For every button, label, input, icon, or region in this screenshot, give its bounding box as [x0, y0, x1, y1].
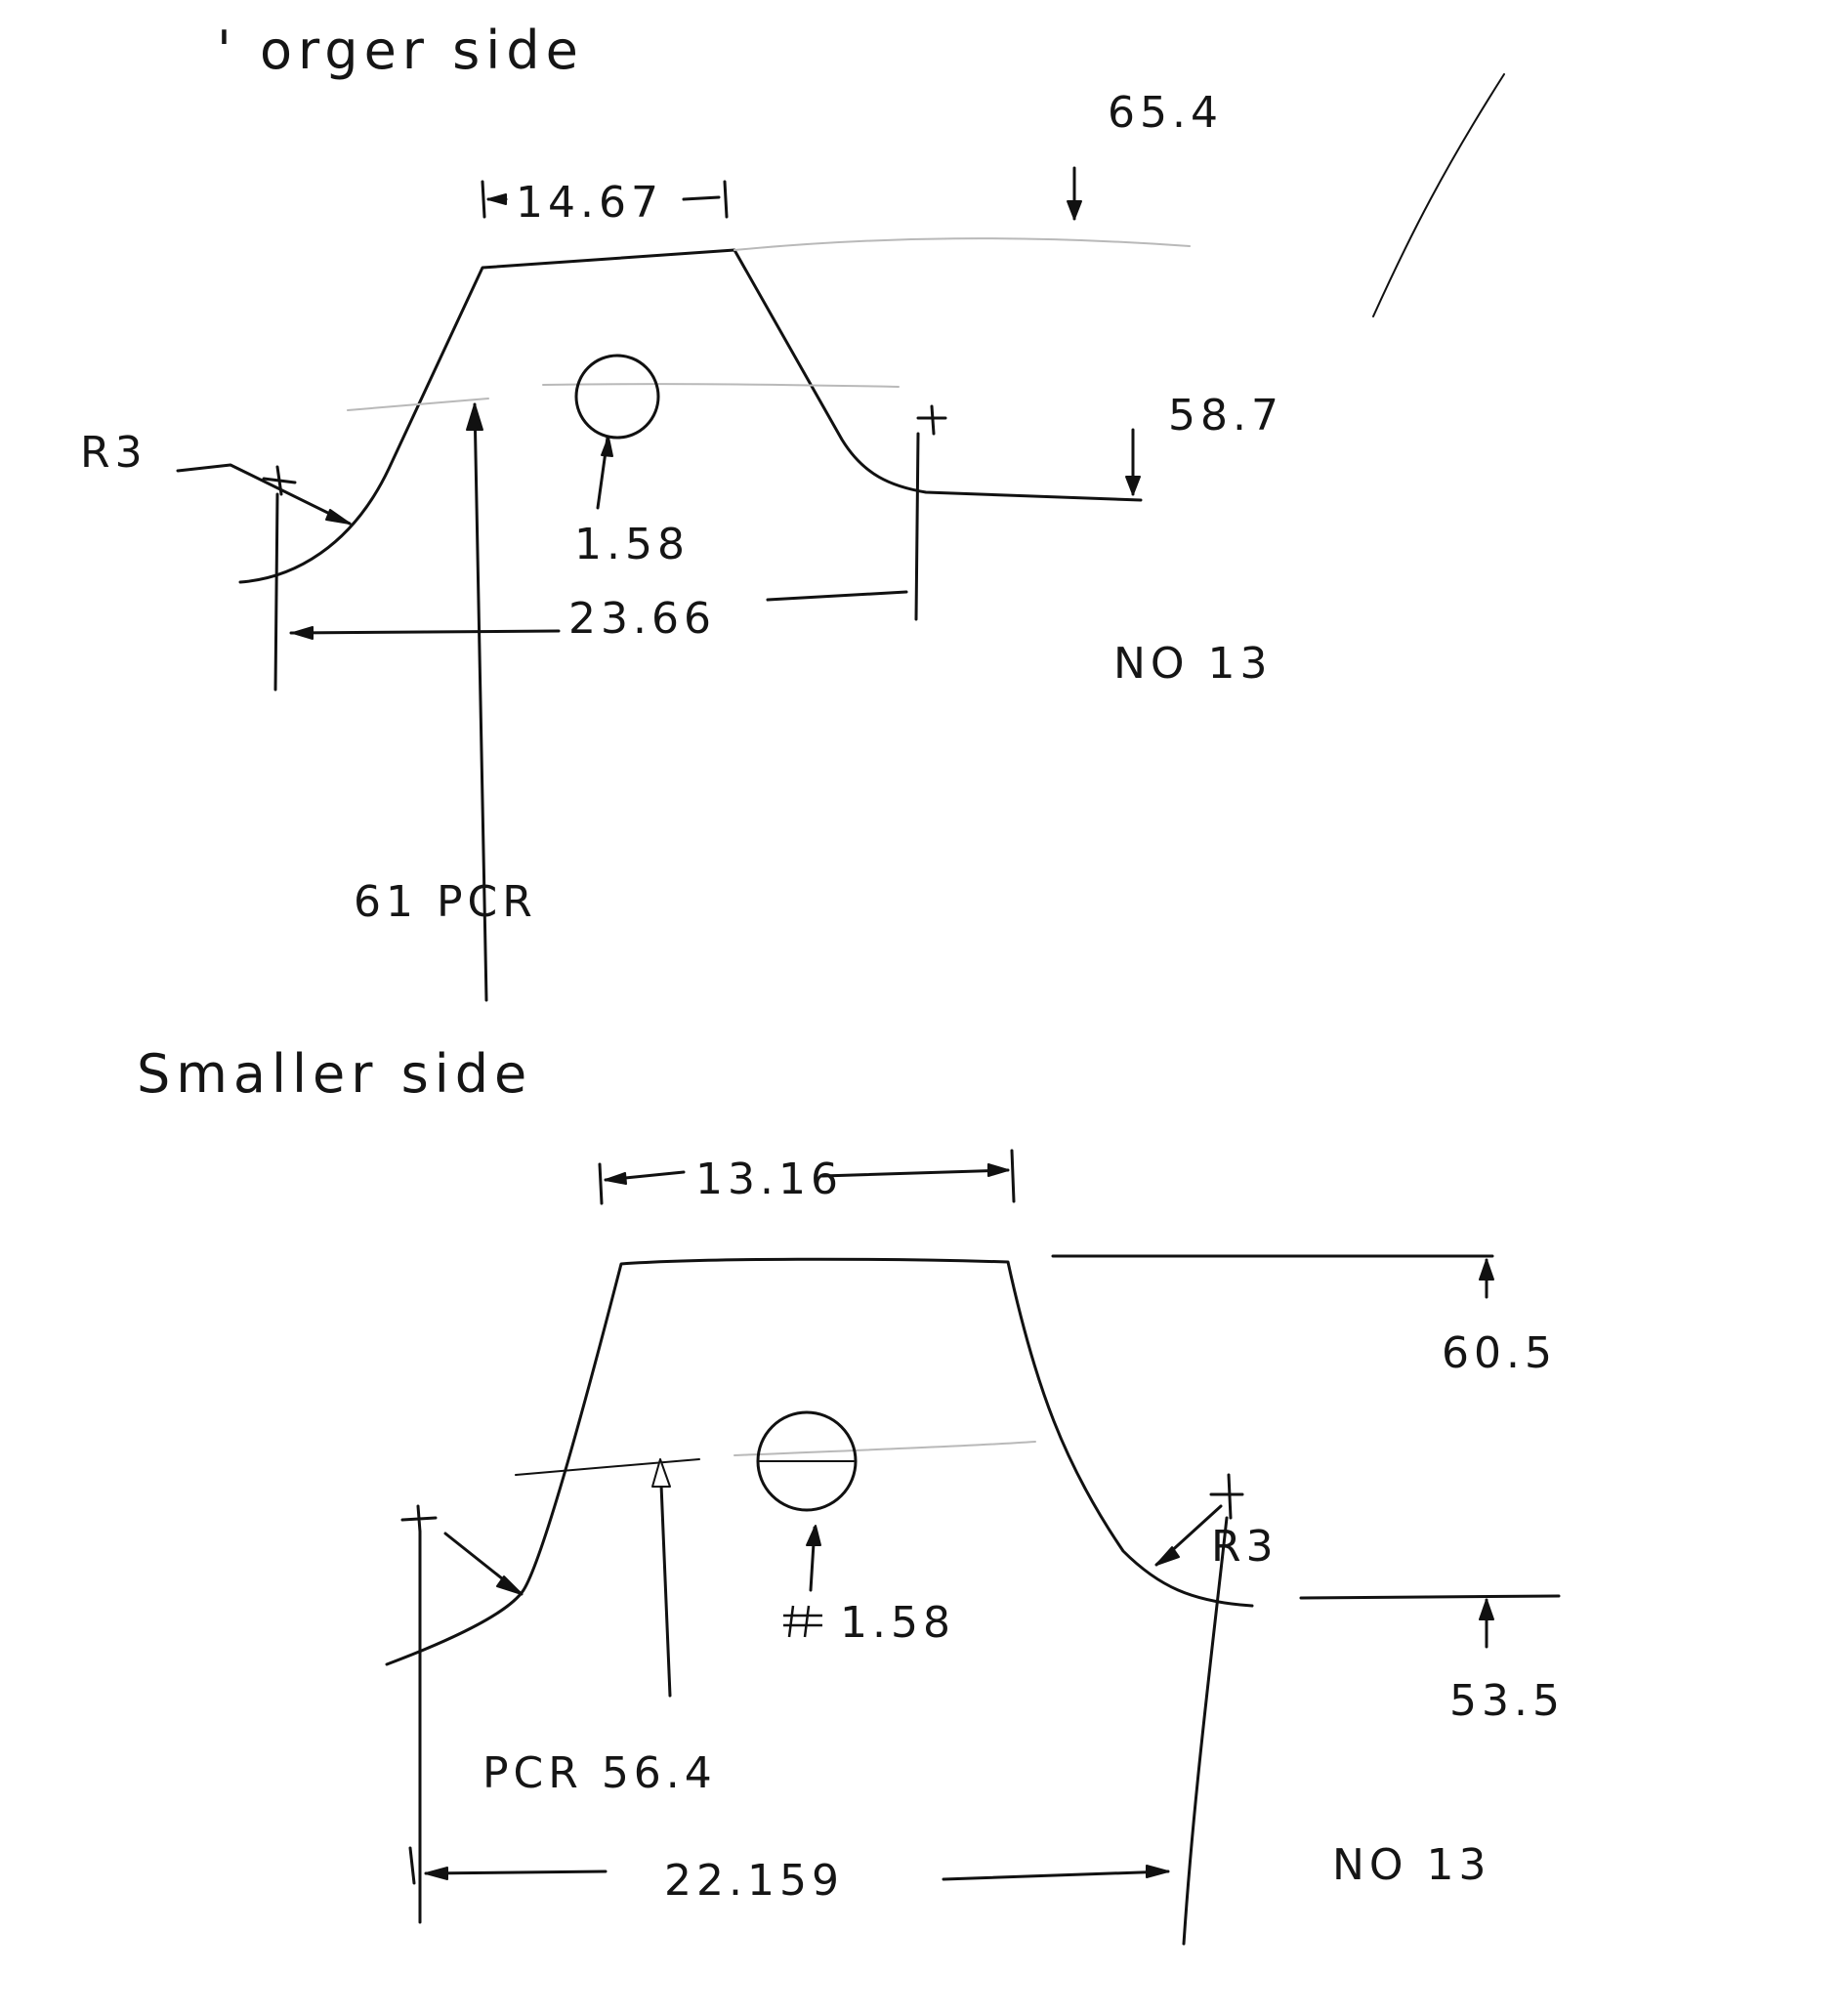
smaller-hole-strikeout — [783, 1605, 822, 1638]
smaller-hole-dia: 1.58 — [840, 1598, 955, 1648]
smaller-fillet-center-right — [1209, 1473, 1244, 1520]
larger-fillet-center-right — [916, 404, 947, 436]
smaller-pitch-line — [515, 1458, 700, 1476]
stray-stroke — [1372, 73, 1505, 317]
smaller-side-drawing: Smaller side 13.16 1.58 — [137, 1043, 1565, 1946]
smaller-outer-radius-dimension: 60.5 — [1442, 1258, 1557, 1378]
larger-side-drawing: ' orger side 14.67 1.58 R3 — [80, 20, 1505, 1002]
larger-base-width-dimension: 23.66 — [289, 432, 920, 644]
smaller-pitch-line-right — [733, 1441, 1036, 1456]
smaller-root-radius-value: 53.5 — [1449, 1676, 1565, 1726]
smaller-pcr-leader — [658, 1459, 672, 1698]
smaller-base-width-value: 22.159 — [664, 1856, 844, 1906]
smaller-root-radius-dimension: 53.5 — [1449, 1598, 1565, 1726]
larger-pcr-leader — [473, 402, 488, 1002]
smaller-top-width-value: 13.16 — [695, 1155, 843, 1204]
larger-outer-circle-line — [733, 237, 1191, 251]
smaller-outer-radius-value: 60.5 — [1442, 1328, 1557, 1378]
larger-tooth-profile — [238, 248, 1143, 584]
smaller-hole-circle — [756, 1410, 858, 1512]
smaller-tooth-number: NO 13 — [1332, 1840, 1491, 1890]
larger-top-width-dimension: 14.67 — [481, 178, 729, 228]
smaller-pcr-label: PCR 56.4 — [482, 1748, 717, 1798]
larger-pcr-label: 61 PCR — [354, 877, 537, 927]
larger-base-width-value: 23.66 — [568, 594, 716, 644]
larger-root-radius-value: 58.7 — [1168, 391, 1283, 441]
larger-tooth-number: NO 13 — [1113, 639, 1273, 689]
larger-side-title: ' orger side — [217, 20, 584, 81]
larger-outer-radius-value: 65.4 — [1108, 88, 1223, 138]
larger-fillet-leader — [176, 463, 352, 525]
larger-root-radius-dimension: 58.7 — [1125, 391, 1283, 496]
smaller-right-extension — [1182, 1516, 1229, 1946]
smaller-base-width-dimension: 22.159 — [408, 1846, 1170, 1906]
larger-fillet-label: R3 — [80, 428, 147, 478]
larger-hole-circle — [574, 354, 660, 440]
smaller-tooth-profile — [385, 1257, 1254, 1666]
smaller-fillet-center-left — [400, 1504, 438, 1533]
smaller-top-width-dimension: 13.16 — [598, 1149, 1016, 1205]
larger-pitch-line — [347, 398, 489, 411]
smaller-root-circle-line — [1299, 1594, 1561, 1600]
larger-outer-radius-dimension: 65.4 — [1067, 88, 1223, 221]
larger-left-extension — [273, 492, 279, 692]
larger-top-width-value: 14.67 — [516, 178, 663, 228]
smaller-side-title: Smaller side — [137, 1043, 532, 1105]
larger-pitch-line-right — [542, 383, 900, 388]
larger-hole-dia: 1.58 — [574, 520, 690, 569]
